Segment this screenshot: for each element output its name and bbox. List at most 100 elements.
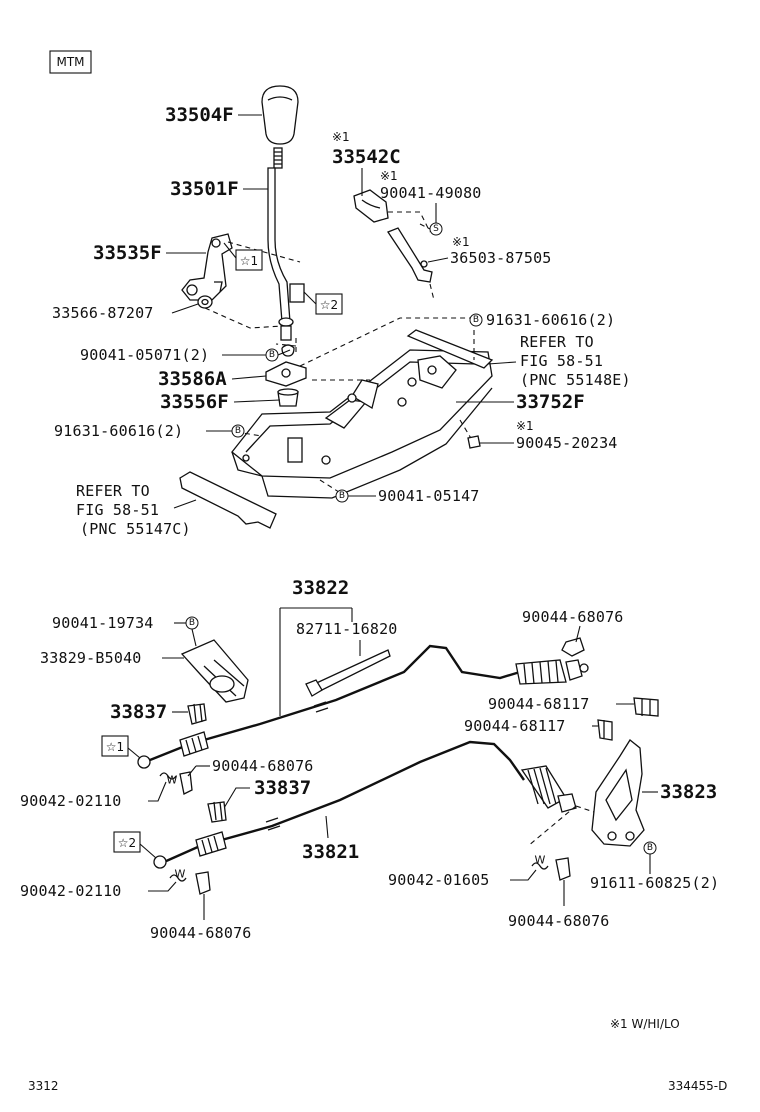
cable-33822-sleeve — [313, 701, 329, 713]
housing-dash-lines — [235, 317, 476, 495]
lever-thread-lines — [274, 151, 282, 165]
marker-b-2 — [231, 424, 245, 438]
cable-33821-sleeve — [265, 817, 281, 831]
marker-b-2-text: B — [235, 426, 241, 436]
refer-left-line3: (PNC 55147C) — [80, 520, 191, 538]
marker-b-5-text: B — [189, 618, 195, 628]
label-90041-05147: 90041-05147 — [378, 487, 480, 505]
leader-90042-02110-a — [148, 781, 167, 802]
housing-stud-4 — [347, 393, 357, 403]
mtm-tag-box — [49, 50, 92, 74]
lever-bottom — [280, 325, 292, 341]
lever-dash-lines — [275, 338, 297, 356]
leader-b-1 — [277, 349, 291, 356]
bracket-pin — [211, 238, 221, 248]
boss-hole — [427, 365, 437, 375]
marker-b-3 — [469, 313, 483, 327]
leader-90044-68076-mid-b — [187, 765, 197, 777]
label-33822: 33822 — [292, 577, 349, 599]
label-33535f: 33535F — [93, 242, 162, 264]
leader-star2-bottom — [139, 843, 157, 859]
leader-90042-02110-b — [148, 881, 177, 892]
leader-33556f — [233, 399, 281, 403]
cap-link-dash — [388, 211, 437, 233]
star1-top: ☆1 — [240, 254, 258, 268]
label-90042-02110-a: 90042-02110 — [20, 792, 122, 810]
refer-left-line1: REFER TO — [76, 482, 150, 500]
cable-33821-left-fitting — [195, 831, 227, 857]
note-1c: ※1 — [452, 235, 470, 249]
label-33752f: 33752F — [516, 391, 585, 413]
bracket-link-dash — [204, 241, 301, 329]
washer-w-2 — [169, 874, 187, 882]
label-90044-68076-top: 90044-68076 — [522, 608, 624, 626]
cable-33821-right-end — [557, 793, 577, 813]
housing-boss — [417, 355, 457, 389]
refer-right-line3: (PNC 55148E) — [520, 371, 631, 389]
gate-plate-b — [351, 379, 379, 410]
note-1d: ※1 — [516, 419, 534, 433]
housing-left-face — [231, 451, 263, 477]
clip-90044-68117-b — [597, 719, 613, 741]
star2-top: ☆2 — [320, 298, 338, 312]
bracket-33829-slot — [209, 675, 235, 693]
label-33542c: 33542C — [332, 146, 401, 168]
marker-b-6-text: B — [647, 843, 653, 853]
leader-33586a — [231, 375, 267, 380]
seat-top — [277, 388, 299, 396]
gasket-strip-right — [406, 329, 494, 369]
mtm-tag: MTM — [56, 55, 84, 69]
star2-bottom: ☆2 — [118, 836, 136, 850]
refer-right-line2: FIG 58-51 — [520, 352, 603, 370]
label-33501f: 33501F — [170, 178, 239, 200]
clip-90044-68117-a — [633, 697, 659, 717]
cable-tie-head — [305, 679, 323, 697]
marker-w-1: W — [167, 774, 178, 787]
marker-s-text: S — [433, 224, 439, 234]
leader-90042-01605 — [510, 869, 537, 881]
label-90044-68117-a: 90044-68117 — [488, 695, 590, 713]
housing-stud-3 — [321, 455, 331, 465]
star1-box-bottom — [101, 735, 129, 757]
label-33821: 33821 — [302, 841, 359, 863]
marker-b-4-text: B — [339, 491, 345, 501]
label-90044-68076-bl: 90044-68076 — [150, 924, 252, 942]
marker-b-1-text: B — [269, 350, 275, 360]
bracket-eye — [186, 284, 198, 296]
bracket-33823-cutout — [605, 768, 633, 822]
shift-knob-highlight — [267, 96, 293, 101]
housing-stud-2 — [397, 397, 407, 407]
label-33829: 33829-B5040 — [40, 649, 142, 667]
clip-33837-b — [207, 801, 227, 823]
cable-33822-boot-ribs — [523, 660, 559, 685]
cable-bracket-33829 — [180, 639, 249, 703]
clip-top-right — [561, 637, 585, 657]
shift-lever-rod — [267, 167, 291, 323]
bracket-33823-hole-2 — [625, 831, 635, 841]
leader-refer-right — [487, 361, 517, 365]
lever-spring — [281, 344, 295, 357]
leader-90044-68076-top — [575, 625, 581, 643]
marker-w-3: W — [535, 854, 546, 867]
leader-33821 — [325, 815, 329, 839]
cable-33821-boot-ribs — [527, 767, 557, 805]
retainer-hole — [281, 368, 291, 378]
label-33837-a: 33837 — [110, 701, 167, 723]
label-33504f: 33504F — [165, 104, 234, 126]
star1-box-top — [235, 249, 263, 271]
label-91611: 91611-60825(2) — [590, 874, 719, 892]
lever-collar — [289, 283, 305, 303]
shift-knob — [261, 85, 299, 145]
leader-33822 — [279, 607, 353, 716]
note-1a: ※1 — [332, 130, 350, 144]
label-33823: 33823 — [660, 781, 717, 803]
cable-33822-end-eye — [137, 755, 151, 769]
cable-33822-right-end — [565, 659, 583, 681]
label-90041-05071: 90041-05071(2) — [80, 346, 209, 364]
label-90044-68076-br: 90044-68076 — [508, 912, 610, 930]
label-91631-left: 91631-60616(2) — [54, 422, 183, 440]
arm-bolt — [420, 260, 428, 268]
leader-33566 — [171, 303, 199, 314]
housing-hole-left — [242, 454, 250, 462]
